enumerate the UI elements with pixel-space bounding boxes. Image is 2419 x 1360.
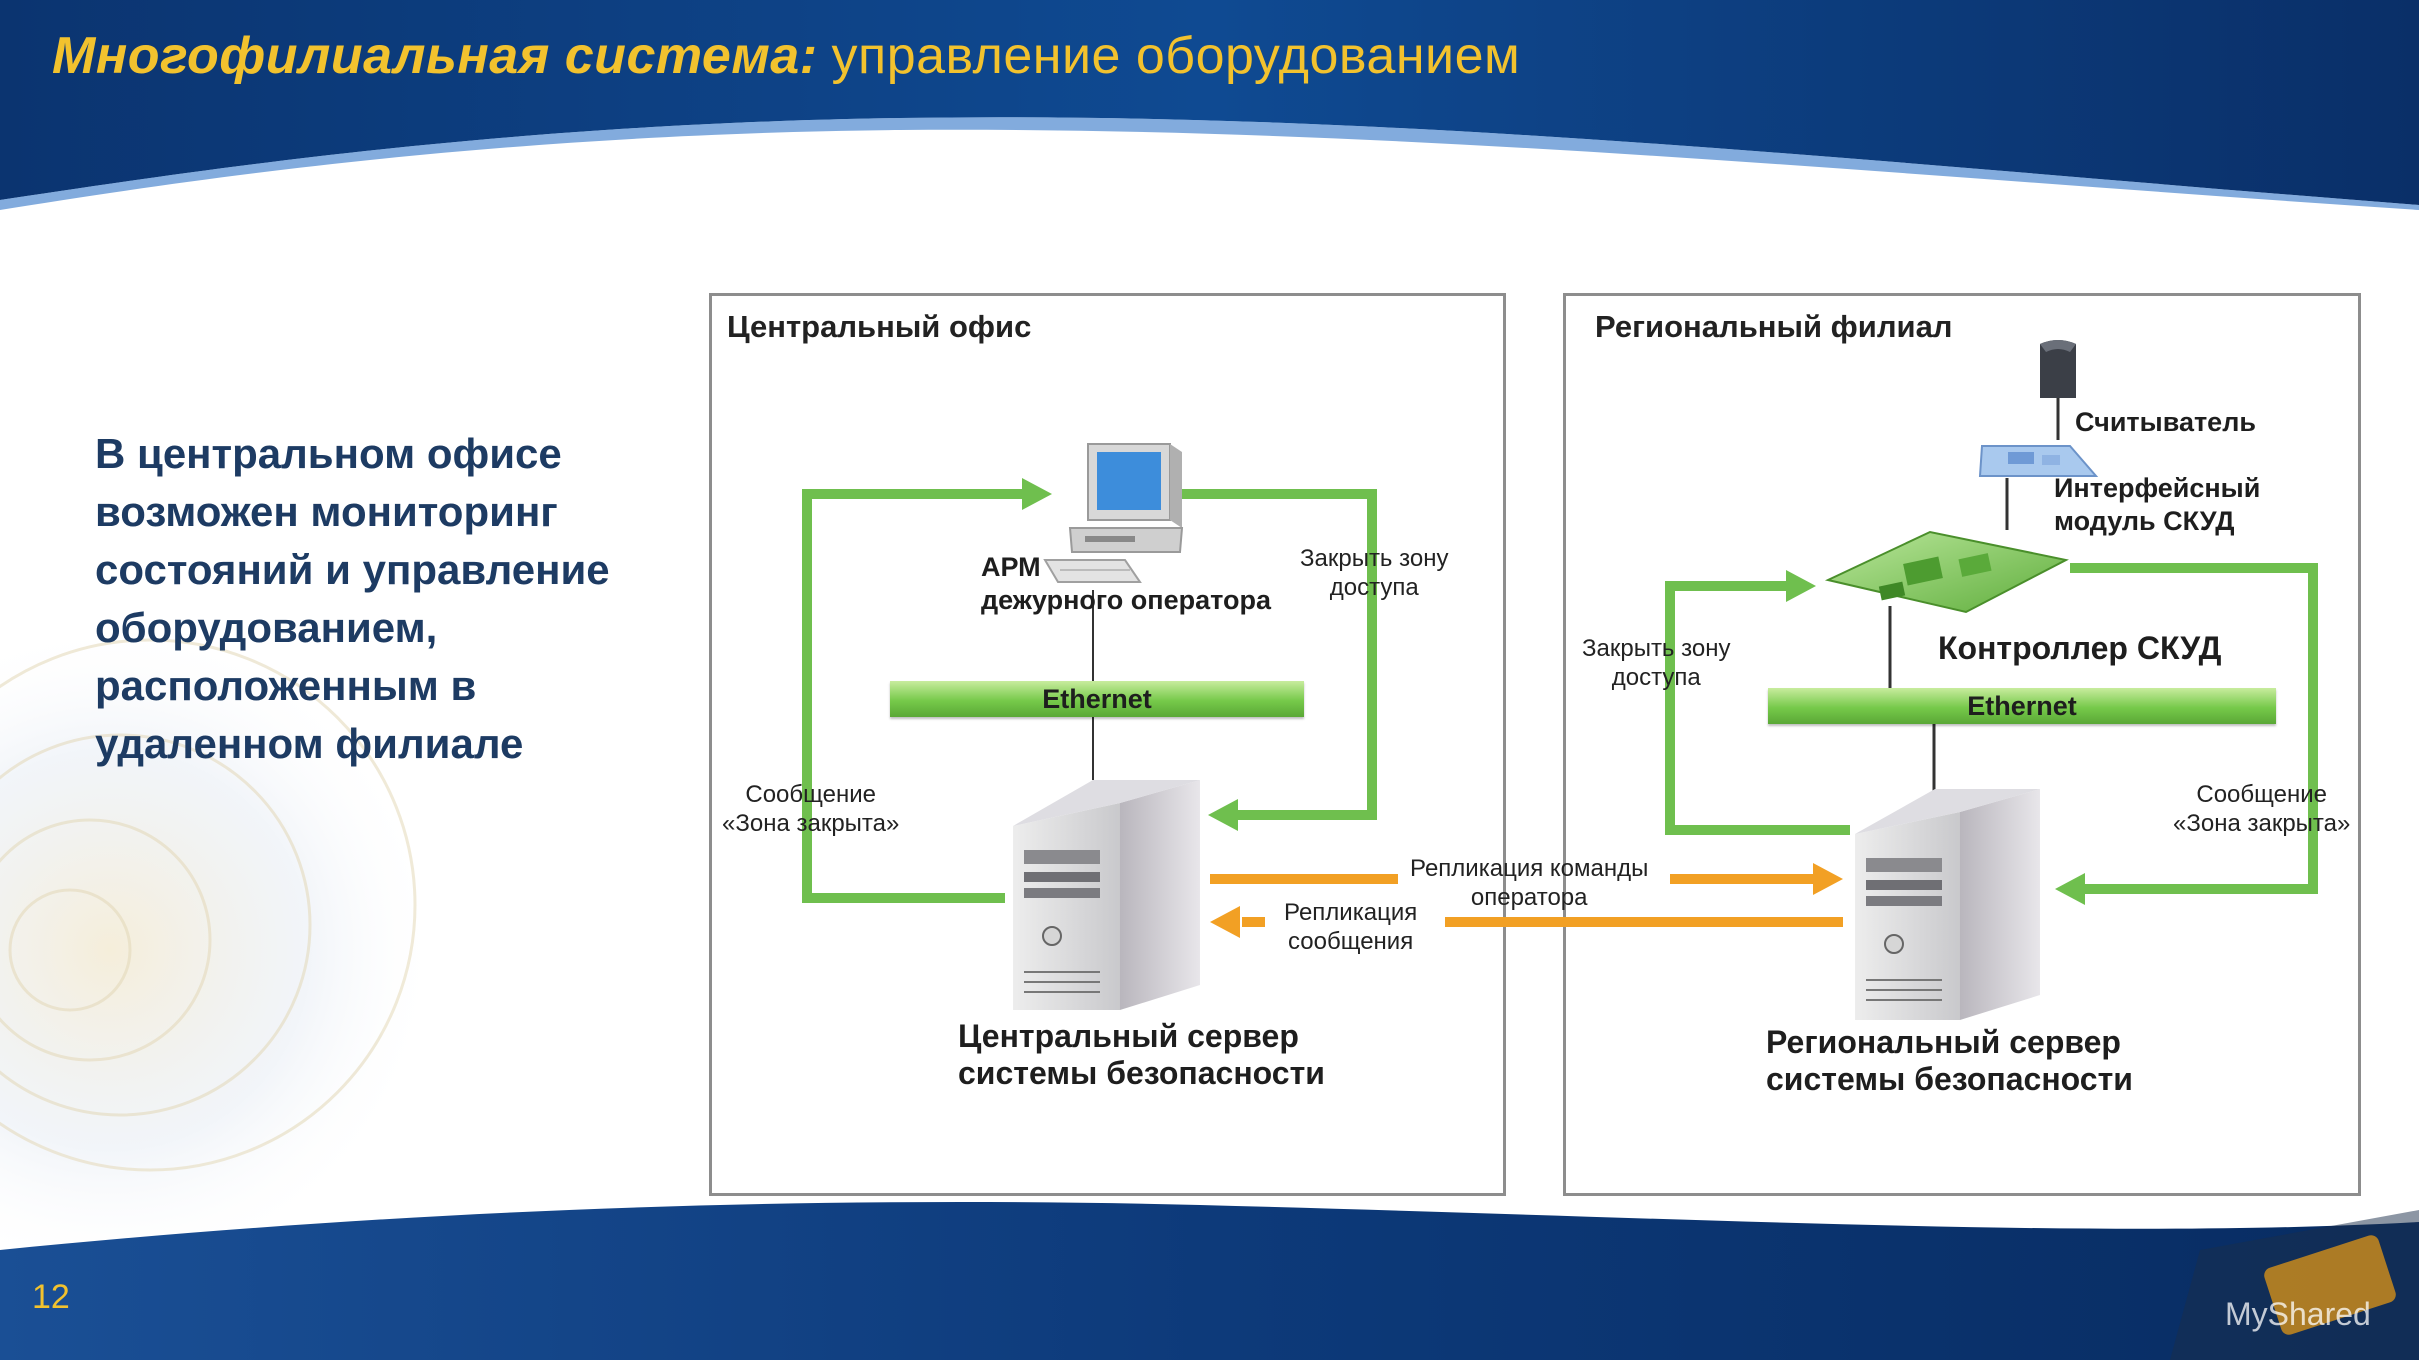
central-server-icon: [1013, 780, 1200, 1010]
regional-close-flow: [1665, 581, 1850, 835]
arrowhead-to-workstation: [1022, 478, 1052, 510]
central-message-label: Сообщение «Зона закрыта»: [722, 781, 900, 837]
regional-message-flow: [2070, 563, 2318, 894]
slide-title: Многофилиальная система:управление обору…: [52, 26, 1520, 86]
arrowhead-to-controller: [1786, 570, 1816, 602]
regional-panel-title: Региональный филиал: [1595, 309, 1953, 344]
central-panel-title: Центральный офис: [727, 309, 1032, 344]
lead-text: В центральном офисе возможен мониторинг …: [95, 430, 610, 767]
watermark: MyShared: [2225, 1296, 2371, 1332]
interface-module-label: Интерфейсный модуль СКУД: [2054, 473, 2261, 536]
controller-label: Контроллер СКУД: [1938, 630, 2222, 666]
central-message-flow: [802, 489, 1030, 903]
central-server-label: Центральный сервер системы безопасности: [958, 1018, 1325, 1091]
arrowhead-to-regional-server: [2055, 873, 2085, 905]
arrowhead-replication-command: [1813, 863, 1843, 895]
regional-message-label: Сообщение «Зона закрыта»: [2173, 781, 2351, 837]
title-light: управление оборудованием: [831, 27, 1521, 85]
regional-close-zone-label: Закрыть зону доступа: [1582, 635, 1731, 691]
regional-server-label: Региональный сервер системы безопасности: [1766, 1024, 2133, 1097]
replication-command-label: Репликация команды оператора: [1410, 855, 1649, 911]
title-bold: Многофилиальная система:: [52, 27, 818, 85]
arrowhead-to-central-server: [1208, 799, 1238, 831]
central-ethernet-bar: Ethernet: [890, 681, 1304, 717]
controller-board-icon: [1824, 530, 2069, 614]
regional-branch-panel: [1563, 293, 2361, 1196]
central-close-flow: [1180, 489, 1377, 820]
computer-icon: [1043, 443, 1184, 583]
reader-label: Считыватель: [2075, 407, 2256, 437]
interface-module-icon: [1978, 445, 2099, 477]
regional-server-icon: [1855, 789, 2040, 1020]
regional-ethernet-bar: Ethernet: [1768, 688, 2276, 724]
central-close-zone-label: Закрыть зону доступа: [1300, 545, 1449, 601]
card-reader-icon: [2040, 340, 2076, 398]
arrowhead-replication-message: [1210, 906, 1240, 938]
workstation-label: АРМ дежурного оператора: [981, 552, 1271, 615]
page-number: 12: [32, 1278, 70, 1316]
replication-message-label: Репликация сообщения: [1284, 899, 1418, 955]
